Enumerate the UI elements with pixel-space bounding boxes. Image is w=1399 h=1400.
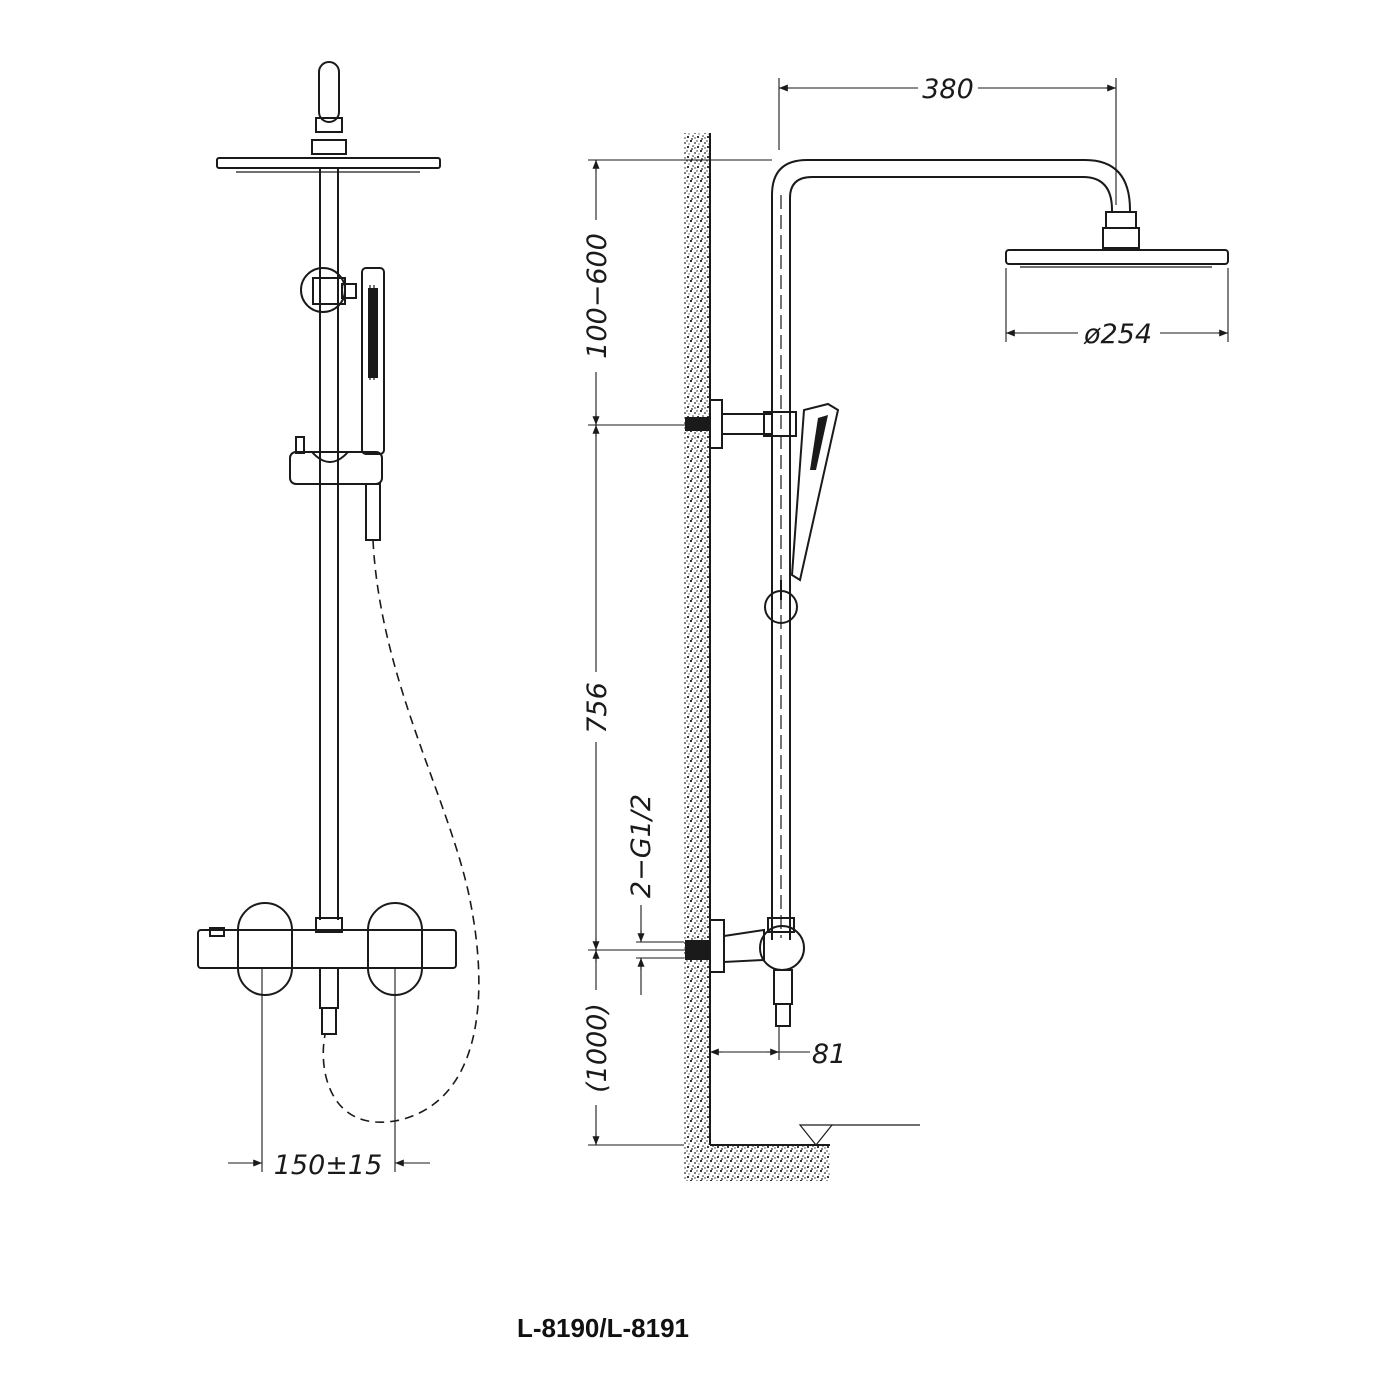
dim-height-adjust: 100−600 — [582, 233, 613, 359]
side-mixer-outlet — [773, 969, 793, 1005]
diverter-outlet — [319, 967, 339, 1009]
wall-section — [684, 133, 710, 1145]
upper-anchor — [685, 417, 710, 431]
dim-head-diameter: ø254 — [1083, 319, 1152, 350]
top-swivel — [318, 61, 340, 123]
hose-dashed — [322, 539, 480, 1123]
riser-coupling — [315, 917, 343, 933]
bracket-clamp — [312, 277, 346, 305]
side-riser-coupling — [767, 917, 795, 933]
side-mixer-arm — [723, 928, 765, 964]
front-view: 150±15 — [197, 61, 480, 1181]
side-hand-shower — [790, 402, 840, 582]
riser-arm-inner — [789, 176, 1113, 940]
dim-bar-height: 756 — [582, 682, 613, 734]
swivel-nut — [315, 117, 343, 133]
side-head-nut — [1105, 211, 1137, 229]
floor-section — [684, 1145, 830, 1181]
hand-shower-nozzles — [368, 288, 378, 378]
lower-anchor — [685, 940, 710, 960]
mixer-cap — [209, 927, 225, 937]
slider-holder — [289, 451, 383, 485]
left-handle — [237, 902, 293, 996]
side-bracket-arm — [721, 413, 773, 435]
model-title: L-8190/L-8191 — [517, 1313, 689, 1343]
side-mixer-tail — [775, 1003, 791, 1027]
dim-arm-length: 380 — [922, 74, 974, 105]
hand-shower-front — [361, 267, 385, 455]
shower-head-edge — [216, 157, 441, 169]
side-view: 380 ø254 100−600 756 (1000) — [582, 74, 1229, 1181]
side-head-connector — [1102, 227, 1140, 249]
side-mixer-plate — [709, 919, 725, 973]
side-slider-knob — [764, 590, 798, 624]
mixer-body — [197, 929, 457, 969]
dim-wall-offset: 81 — [812, 1039, 846, 1070]
side-bracket-clamp — [763, 411, 797, 437]
dim-inlet-height: (1000) — [582, 1003, 613, 1093]
side-hand-nozzles — [810, 415, 828, 470]
dim-inlet-spacing: 150±15 — [274, 1150, 383, 1181]
floor-level-mark — [798, 1124, 834, 1146]
right-handle — [367, 902, 423, 996]
hose-outlet — [321, 1007, 337, 1035]
side-shower-head — [1005, 249, 1229, 265]
dim-inlet-thread: 2−G1/2 — [626, 794, 657, 898]
slider-clip — [311, 451, 349, 463]
head-connector — [311, 139, 347, 155]
side-bracket-plate — [709, 399, 723, 449]
hose-connector — [365, 483, 381, 541]
slider-knob — [295, 436, 305, 454]
riser-arm-outer — [771, 159, 1131, 940]
bracket-screw — [341, 283, 357, 299]
